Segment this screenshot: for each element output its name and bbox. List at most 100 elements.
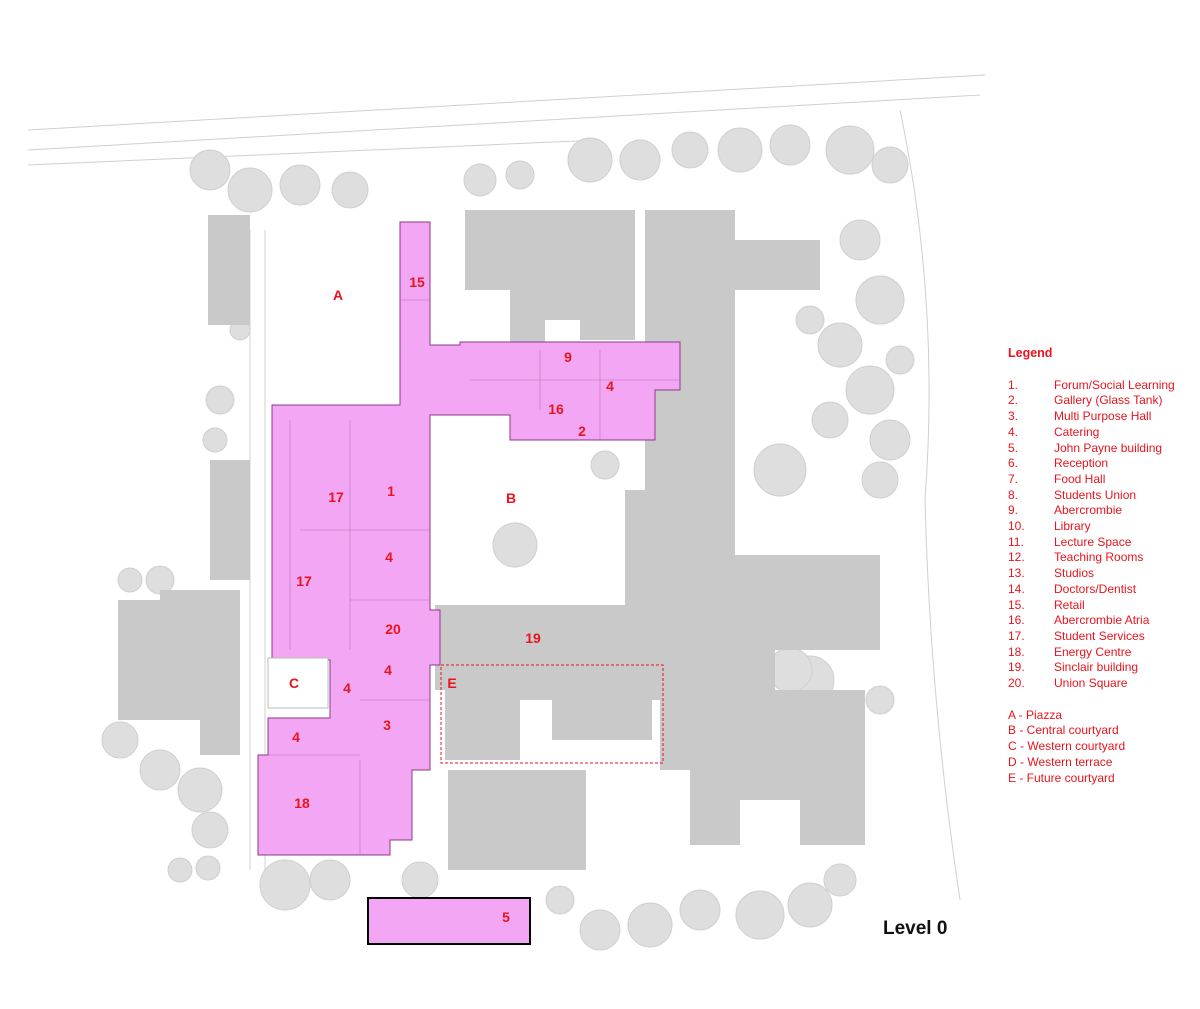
legend-label: Library [1054,519,1091,534]
legend-item: 19. Sinclair building [1008,660,1175,676]
label-19: 19 [525,630,541,646]
legend-number: 8. [1008,487,1019,502]
north-building [465,210,635,345]
tree [619,139,661,181]
tree [145,565,175,595]
tree [309,859,351,901]
label-piazza: A [333,287,343,303]
tree [823,863,857,897]
buildings [118,210,880,870]
legend-label: Teaching Rooms [1054,550,1144,565]
legend-number: 15. [1008,597,1025,612]
legend-item: 10. Library [1008,519,1175,535]
legend-label: Multi Purpose Hall [1054,409,1152,424]
legend-item: 6.Reception [1008,456,1175,472]
legend-item: 14.Doctors/Dentist [1008,582,1175,598]
legend-item: 2. Gallery (Glass Tank) [1008,393,1175,409]
tree [191,811,229,849]
legend-number: 10. [1008,519,1025,534]
legend-number: 6. [1008,456,1019,471]
legend-number: 16. [1008,613,1025,628]
legend-label: Doctors/Dentist [1054,581,1137,596]
west-building-3 [118,590,240,755]
tree [869,419,911,461]
legend-number: 3. [1008,409,1019,424]
tree [769,124,811,166]
legend-item: 7.Food Hall [1008,472,1175,488]
label-western-courtyard: C [289,675,299,691]
label-1: 1 [387,483,395,499]
legend-label: Food Hall [1054,471,1106,486]
sinclair-building [435,210,880,845]
legend-label: Lecture Space [1054,534,1132,549]
legend-label: Abercrombie [1054,503,1123,518]
tree [839,219,881,261]
west-building-1 [208,215,250,325]
legend-numbered-list: 1. Forum/Social Learning 2. Gallery (Glass … [1008,378,1175,692]
legend-item: 20.Union Square [1008,676,1175,692]
tree [845,365,895,415]
legend-label: Energy Centre [1054,644,1132,659]
tree [590,450,620,480]
label-future-courtyard: E [447,675,456,691]
tree [795,305,825,335]
tree [259,859,311,911]
label-15: 15 [409,274,425,290]
label-18: 18 [294,795,310,811]
tree [567,137,613,183]
tree [861,461,899,499]
tree [195,855,221,881]
tree [101,721,139,759]
legend-number: 4. [1008,424,1019,439]
legend-label: Student Services [1054,628,1145,643]
legend-label: Abercrombie Atria [1054,613,1150,628]
label-5: 5 [502,909,510,925]
south-building [448,770,586,870]
legend-number: 18. [1008,644,1025,659]
tree [753,443,807,497]
tree [227,167,273,213]
legend-label: Gallery (Glass Tank) [1054,393,1163,408]
label-central-courtyard: B [506,490,516,506]
tree [671,131,709,169]
legend-item: 3. Multi Purpose Hall [1008,409,1175,425]
tree [401,861,439,899]
tree [787,882,833,928]
tree [825,125,875,175]
tree [177,767,223,813]
tree [871,146,909,184]
legend-number: 9. [1008,503,1019,518]
legend-number: 12. [1008,550,1025,565]
label-17: 17 [328,489,344,505]
legend-label: Sinclair building [1054,660,1139,675]
tree [139,749,181,791]
label-4: 4 [384,662,392,678]
legend-number: 20. [1008,676,1025,691]
legend-label: Studios [1054,566,1095,581]
west-building-2 [210,460,250,580]
legend-item: 12. Teaching Rooms [1008,550,1175,566]
legend-item: 5.John Payne building [1008,441,1175,457]
tree [855,275,905,325]
tree [331,171,369,209]
tree [885,345,915,375]
label-17: 17 [296,573,312,589]
legend-courtyard-item: E - Future courtyard [1008,770,1115,785]
legend-label: Forum/Social Learning [1054,377,1175,392]
legend-label: Retail [1054,597,1085,612]
legend-label: Catering [1054,424,1100,439]
legend-courtyard-item: D - Western terrace [1008,754,1113,769]
legend-number: 2. [1008,393,1019,408]
legend-item: 13.Studios [1008,566,1175,582]
label-4: 4 [606,378,614,394]
tree [717,127,763,173]
legend-item: 15. Retail [1008,598,1175,614]
label-3: 3 [383,717,391,733]
label-20: 20 [385,621,401,637]
legend-number: 1. [1008,377,1019,392]
label-4: 4 [385,549,393,565]
legend-number: 17. [1008,628,1025,643]
legend-number: 19. [1008,660,1025,675]
